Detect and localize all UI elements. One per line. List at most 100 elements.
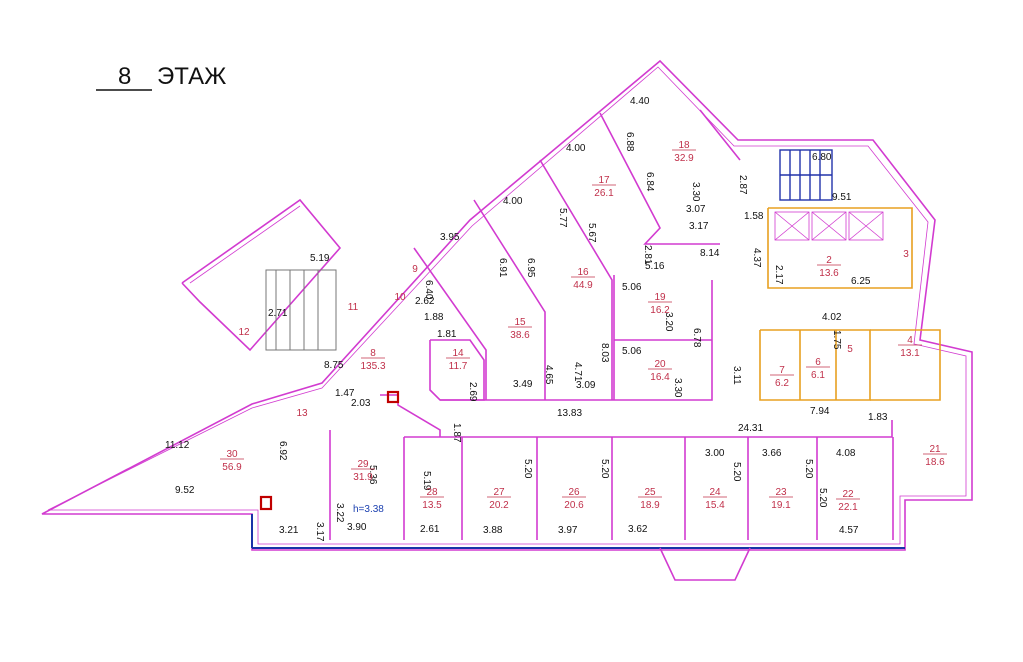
dimension-label: 6.88 [624,132,635,152]
room-area: 20.2 [489,500,509,511]
room-area: 13.6 [819,268,839,279]
dimension-label: 6.91 [497,258,508,278]
room-number: 22 [842,489,854,500]
interior-walls [329,109,894,540]
dimension-label: 2.71 [268,308,288,319]
room-number: 11 [348,302,359,313]
dimension-label: 5.20 [817,488,828,508]
dimension-label: 3.17 [689,221,709,232]
floor-title: 8 ЭТАЖ [96,63,226,91]
dimension-label: 11.12 [165,440,190,451]
room-label: 66.1 [806,357,830,381]
dimension-label: 3.21 [279,525,299,536]
dimension-label: 5.20 [803,459,814,479]
room-label: 27 20.2 [487,487,511,511]
floor-number: 8 [118,63,131,90]
room-number: 25 [644,487,656,498]
room-area: 16.2 [650,305,670,316]
dimension-label: 3.30 [690,182,701,202]
room-number: 14 [452,348,464,359]
room-number: 8 [370,348,376,359]
room-area: 6.2 [775,378,789,389]
room-area: 31.9 [353,472,373,483]
dimension-label: 2.61 [420,524,440,535]
dimension-label: 4.40 [630,96,650,107]
room-number: 9 [412,264,418,275]
dimension-label: 1.83 [868,412,888,423]
room-area: 11.7 [449,361,468,372]
room-number: 15 [514,317,526,328]
dimension-label: 3.97 [558,525,578,536]
room-area: 26.1 [594,188,614,199]
room-area: 13.1 [900,348,920,359]
room-label: 76.2 [770,365,794,389]
dimension-label: 8.03 [599,343,610,363]
dimension-label: 1.81 [437,329,457,340]
dimension-label: 3.66 [762,448,782,459]
dimension-label: 3.11 [731,366,742,385]
dimension-label: 6.95 [525,258,536,278]
dimension-label: 8.75 [324,360,344,371]
room-number: 13 [296,408,308,419]
stairs [265,149,884,351]
room-label: 413.1 [898,335,922,359]
room-area: 32.9 [674,153,694,164]
dimension-label: 5.67 [586,223,597,243]
room-label: 14 11.7 [446,348,470,372]
dimension-label: 4.00 [503,196,523,207]
dimension-label: 5.20 [599,459,610,479]
dimension-label: 3.49 [513,379,533,390]
room-number: 21 [929,444,941,455]
room-label: 15 38.6 [508,317,532,341]
dimension-label: 3.95 [440,232,460,243]
room-number: 19 [654,292,666,303]
dimension-label: 1.47 [335,388,355,399]
room-number: 26 [568,487,580,498]
dimension-label: 4.02 [822,312,842,323]
rooms-layer: 213.63413.1566.176.28135.39101112131411.… [220,140,947,513]
room-number: 27 [493,487,505,498]
room-number: 4 [907,335,913,346]
room-label: 11 [348,302,359,313]
dimension-label: 6.84 [644,172,655,192]
balcony [259,390,751,581]
dimension-label: 6.40 [423,280,434,300]
room-area: 38.6 [510,330,530,341]
room-label: 19 16.2 [648,292,672,316]
dimension-label: 3.17 [314,522,325,542]
room-number: 3 [903,249,909,260]
dimension-label: 3.09 [576,380,596,391]
dimension-label: 2.03 [351,398,371,409]
room-number: 2 [826,255,832,266]
room-label: 5 [847,344,853,355]
room-label: 26 20.6 [562,487,586,511]
room-number: 23 [775,487,787,498]
room-area: 20.6 [564,500,584,511]
room-label: 9 [412,264,418,275]
dimension-label: 2.62 [415,296,435,307]
dimension-label: 13.83 [557,408,582,419]
dimension-label: 3.62 [628,524,648,535]
dimension-label: 6.78 [691,328,702,348]
dimension-label: 5.06 [622,282,642,293]
dimension-label: 6.25 [851,276,871,287]
dimension-label: 4.57 [839,525,859,536]
dimension-label: 5.36 [367,465,378,485]
room-label: 3 [903,249,909,260]
dimension-label: 3.90 [347,522,367,533]
room-number: 20 [654,359,666,370]
dimension-label: 7.94 [810,406,830,417]
dimension-label: 2.69 [467,382,478,402]
room-number: 6 [815,357,821,368]
core-rooms [759,207,941,401]
dimension-label: 2.87 [737,175,748,195]
dimension-label: 2.17 [773,265,784,285]
